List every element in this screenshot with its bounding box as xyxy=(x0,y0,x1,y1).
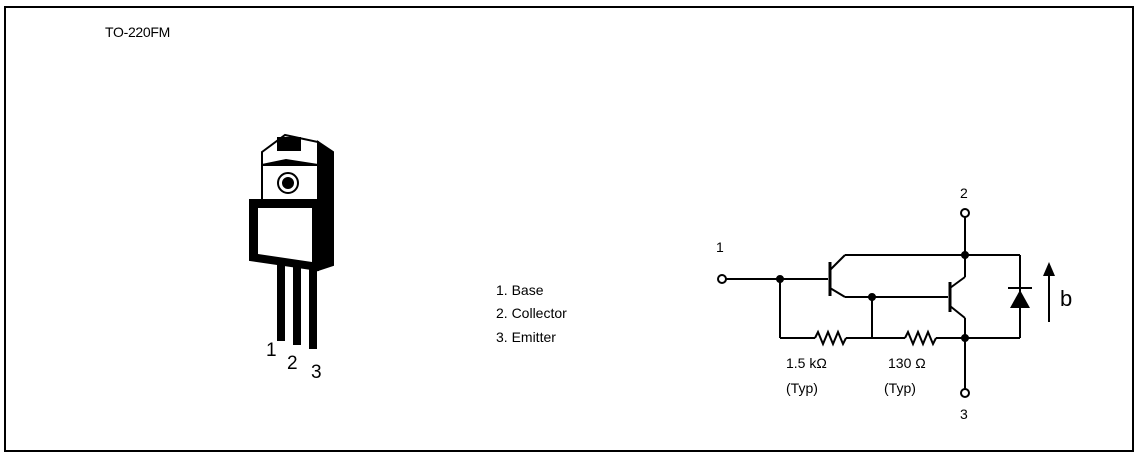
schematic-drawing xyxy=(717,208,1055,398)
package-title: TO-220FM xyxy=(105,24,171,40)
terminal-label-emitter: 3 xyxy=(960,406,968,422)
terminal-label-base: 1 xyxy=(716,239,724,255)
terminal-label-collector: 2 xyxy=(960,185,968,201)
resistor-2-note: (Typ) xyxy=(884,380,916,396)
legend-item-emitter: 3. Emitter xyxy=(496,329,556,345)
resistor-1-value: 1.5 kΩ xyxy=(786,355,827,371)
resistor-2-value: 130 Ω xyxy=(888,355,926,371)
pin-number-2: 2 xyxy=(287,353,298,374)
package-drawing xyxy=(249,133,334,349)
pin-number-1: 1 xyxy=(266,340,277,361)
legend-item-collector: 2. Collector xyxy=(496,305,567,321)
diagram-frame xyxy=(4,6,1134,452)
legend-item-base: 1. Base xyxy=(496,282,544,298)
current-label: b xyxy=(1060,286,1073,311)
pin-number-3: 3 xyxy=(311,362,322,383)
resistor-1-note: (Typ) xyxy=(786,380,818,396)
